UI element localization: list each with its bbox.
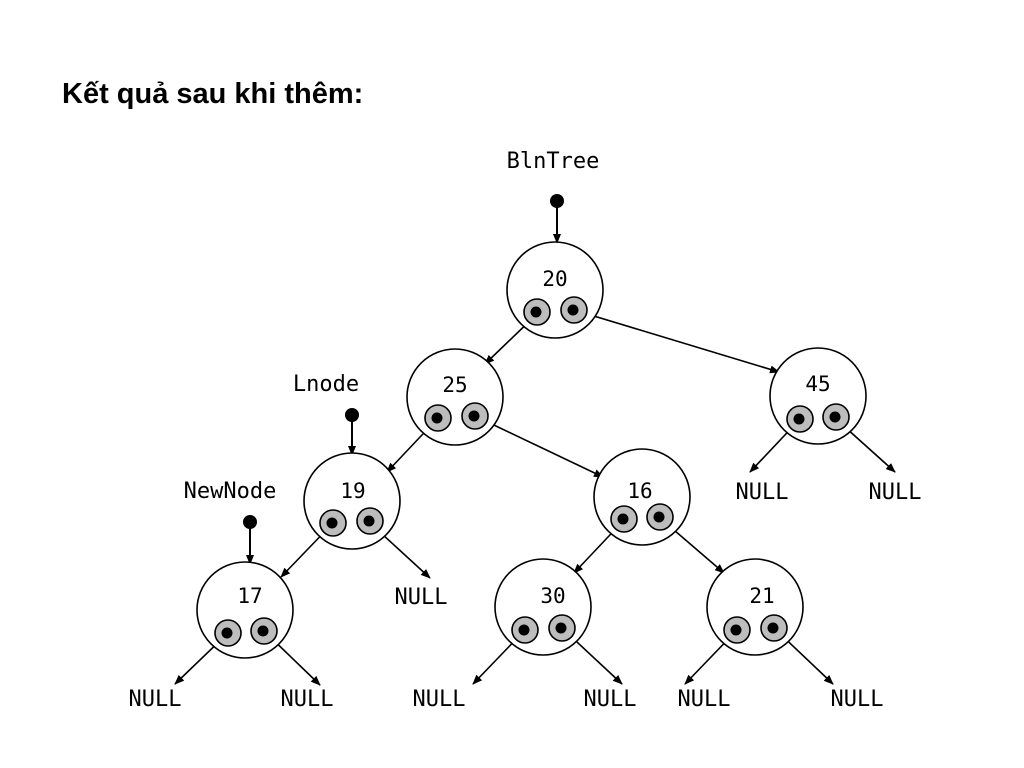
null-label-19-right: NULL: [395, 585, 448, 610]
bintree-label: BlnTree: [507, 149, 600, 174]
tree-node-30: 30: [494, 558, 592, 656]
bintree-pointer-arrow: [550, 194, 564, 244]
null-label-17-right: NULL: [281, 687, 334, 712]
tree-node-17: 17: [196, 561, 294, 659]
null-label-17-left: NULL: [129, 687, 182, 712]
node-value: 45: [805, 372, 830, 396]
node-value: 16: [627, 479, 652, 503]
lnode-label: Lnode: [293, 372, 359, 397]
lnode-pointer-arrow: [345, 408, 359, 456]
tree-node-21: 21: [706, 558, 804, 656]
tree-node-45: 45: [769, 347, 867, 445]
tree-node-16: 16: [593, 448, 691, 546]
newnode-pointer-arrow: [243, 515, 257, 565]
null-label-45-right: NULL: [869, 480, 922, 505]
null-label-45-left: NULL: [736, 480, 789, 505]
slide-title: Kết quả sau khi thêm:: [62, 78, 364, 110]
node-value: 30: [540, 584, 565, 608]
node-value: 21: [749, 584, 774, 608]
node-value: 19: [340, 479, 365, 503]
null-label-30-left: NULL: [413, 687, 466, 712]
node-value: 17: [237, 584, 262, 608]
newnode-label: NewNode: [184, 479, 277, 504]
node-value: 20: [542, 267, 567, 291]
null-label-21-right: NULL: [831, 687, 884, 712]
edge-20-45: [573, 309, 780, 374]
null-label-21-left: NULL: [678, 687, 731, 712]
node-value: 25: [442, 373, 467, 397]
null-label-30-right: NULL: [584, 687, 637, 712]
tree-node-25: 25: [406, 348, 504, 446]
tree-node-20: 20: [506, 241, 604, 339]
tree-node-19: 19: [303, 452, 401, 550]
edge-25-16: [474, 415, 604, 478]
